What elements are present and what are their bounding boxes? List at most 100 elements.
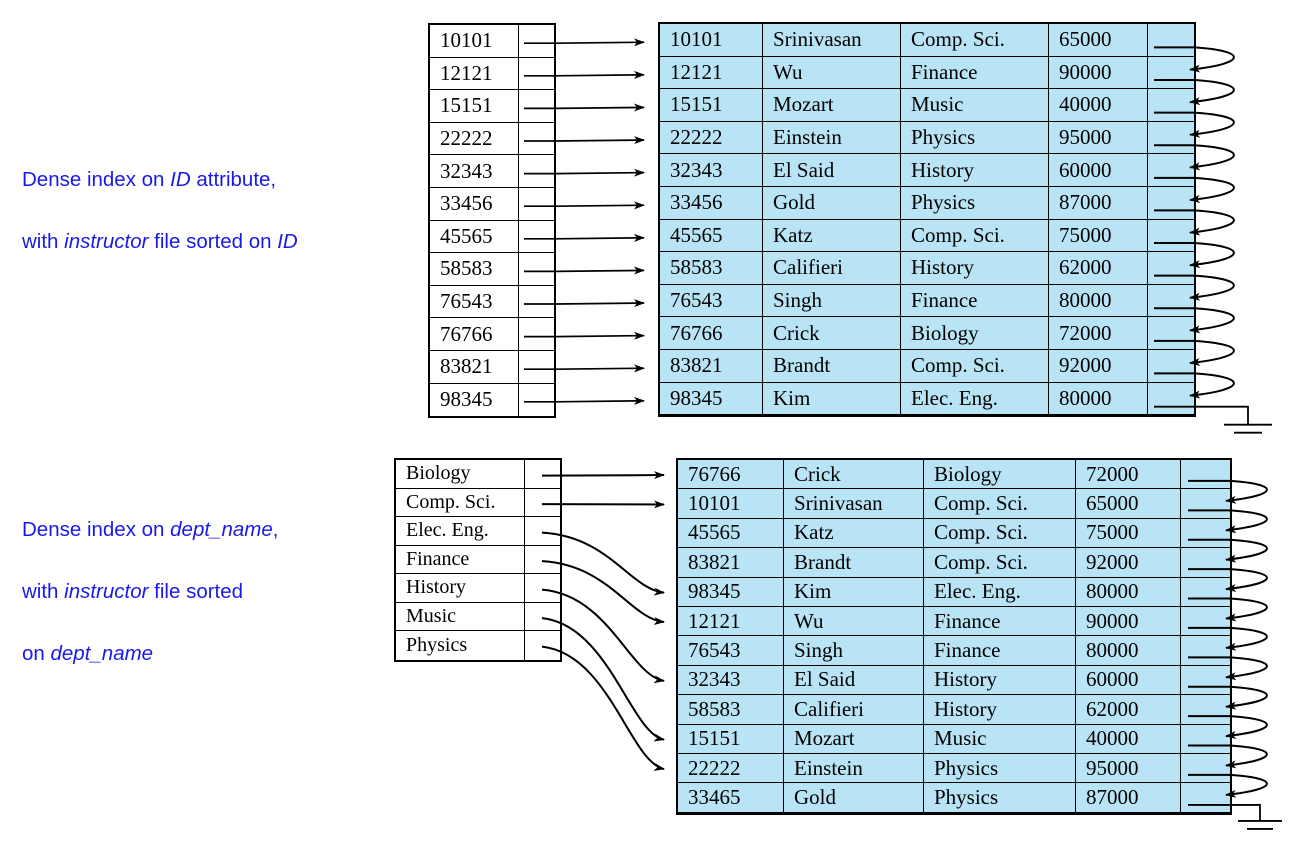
- record-dept-cell: History: [900, 252, 1048, 284]
- record-id-cell: 32343: [670, 157, 723, 182]
- record-name-cell: Singh: [783, 636, 923, 665]
- record-salary-cell: 75000: [1075, 518, 1180, 548]
- record-name-cell: Califieri: [762, 252, 900, 284]
- record-salary-cell: 65000: [1048, 24, 1147, 56]
- record-dept-cell: Physics: [923, 783, 1075, 812]
- record-id-cell: 12121: [688, 608, 741, 633]
- record-salary-cell: 62000: [1048, 252, 1147, 284]
- index-key-cell: Comp. Sci.: [406, 490, 496, 513]
- index-entry-row: History: [396, 574, 560, 603]
- record-salary-cell: 62000: [1075, 695, 1180, 724]
- record-dept-cell: Music: [900, 89, 1048, 121]
- record-name-cell: El Said: [762, 154, 900, 186]
- index-entry-row: Music: [396, 602, 560, 631]
- index-pointer-cell: [518, 285, 554, 318]
- record-dept-cell: Physics: [923, 753, 1075, 783]
- index-pointer-cell: [524, 488, 560, 516]
- record-name-cell: Srinivasan: [762, 24, 900, 56]
- index-key-cell: 33456: [440, 191, 493, 216]
- index-key-cell: 76766: [440, 321, 493, 346]
- record-salary-cell: 92000: [1075, 548, 1180, 577]
- index-pointer-cell: [518, 318, 554, 350]
- record-dept-cell: Comp. Sci.: [900, 349, 1048, 382]
- caption-line: Dense index on dept_name,: [22, 518, 279, 541]
- index-entry-row: 76766: [430, 318, 554, 351]
- index-pointer-cell: [518, 253, 554, 285]
- record-pointer-cell: [1147, 252, 1194, 284]
- record-name-cell: Mozart: [762, 89, 900, 121]
- record-name-cell: Katz: [783, 518, 923, 548]
- index-pointer-cell: [524, 631, 560, 660]
- record-id-cell: 15151: [688, 726, 741, 751]
- index-pointer-cell: [518, 90, 554, 122]
- record-dept-cell: History: [900, 154, 1048, 186]
- index-key-cell: Elec. Eng.: [406, 519, 489, 542]
- record-id-cell: 45565: [688, 520, 741, 545]
- record-id-cell: 45565: [670, 222, 723, 247]
- index-pointer-cell: [518, 220, 554, 253]
- record-dept-cell: Finance: [900, 284, 1048, 317]
- record-name-cell: Mozart: [783, 724, 923, 753]
- record-pointer-cell: [1147, 317, 1194, 349]
- record-name-cell: Katz: [762, 219, 900, 252]
- record-name-cell: Singh: [762, 284, 900, 317]
- index-pointer-cell: [518, 187, 554, 220]
- record-pointer-cell: [1180, 695, 1230, 724]
- record-pointer-cell: [1180, 753, 1230, 783]
- record-dept-cell: Music: [923, 724, 1075, 753]
- index-entry-row: Physics: [396, 631, 560, 660]
- record-pointer-cell: [1147, 382, 1194, 415]
- index-entry-row: 22222: [430, 122, 554, 156]
- record-name-cell: Crick: [783, 460, 923, 489]
- record-dept-cell: Comp. Sci.: [923, 489, 1075, 518]
- record-name-cell: El Said: [783, 665, 923, 695]
- index-key-cell: 98345: [440, 387, 493, 412]
- record-pointer-cell: [1180, 783, 1230, 812]
- record-pointer-cell: [1180, 636, 1230, 665]
- caption-line: with instructor file sorted: [22, 580, 244, 603]
- index-key-cell: Physics: [406, 633, 468, 656]
- record-dept-cell: Comp. Sci.: [900, 24, 1048, 56]
- record-salary-cell: 87000: [1048, 186, 1147, 219]
- record-id-cell: 98345: [670, 385, 723, 410]
- record-dept-cell: Biology: [900, 317, 1048, 349]
- record-pointer-cell: [1180, 724, 1230, 753]
- record-salary-cell: 65000: [1075, 489, 1180, 518]
- index-pointer-cell: [524, 602, 560, 630]
- index-pointer-cell: [518, 350, 554, 383]
- record-dept-cell: Physics: [900, 186, 1048, 219]
- record-id-cell: 58583: [670, 255, 723, 280]
- index-entry-row: 10101: [430, 25, 554, 58]
- record-salary-cell: 92000: [1048, 349, 1147, 382]
- record-id-cell: 83821: [670, 353, 723, 378]
- record-pointer-cell: [1180, 665, 1230, 695]
- record-id-cell: 76766: [670, 320, 723, 345]
- record-id-cell: 98345: [688, 579, 741, 604]
- index-entry-row: 12121: [430, 57, 554, 91]
- index-pointer-cell: [524, 460, 560, 488]
- index-key-cell: Biology: [406, 462, 471, 485]
- record-dept-cell: Comp. Sci.: [923, 548, 1075, 577]
- record-name-cell: Kim: [783, 577, 923, 606]
- index-pointer-cell: [524, 545, 560, 573]
- index-key-cell: Music: [406, 604, 456, 627]
- record-dept-cell: Finance: [923, 636, 1075, 665]
- record-name-cell: Srinivasan: [783, 489, 923, 518]
- index-entry-row: Elec. Eng.: [396, 517, 560, 546]
- index-key-cell: 45565: [440, 223, 493, 248]
